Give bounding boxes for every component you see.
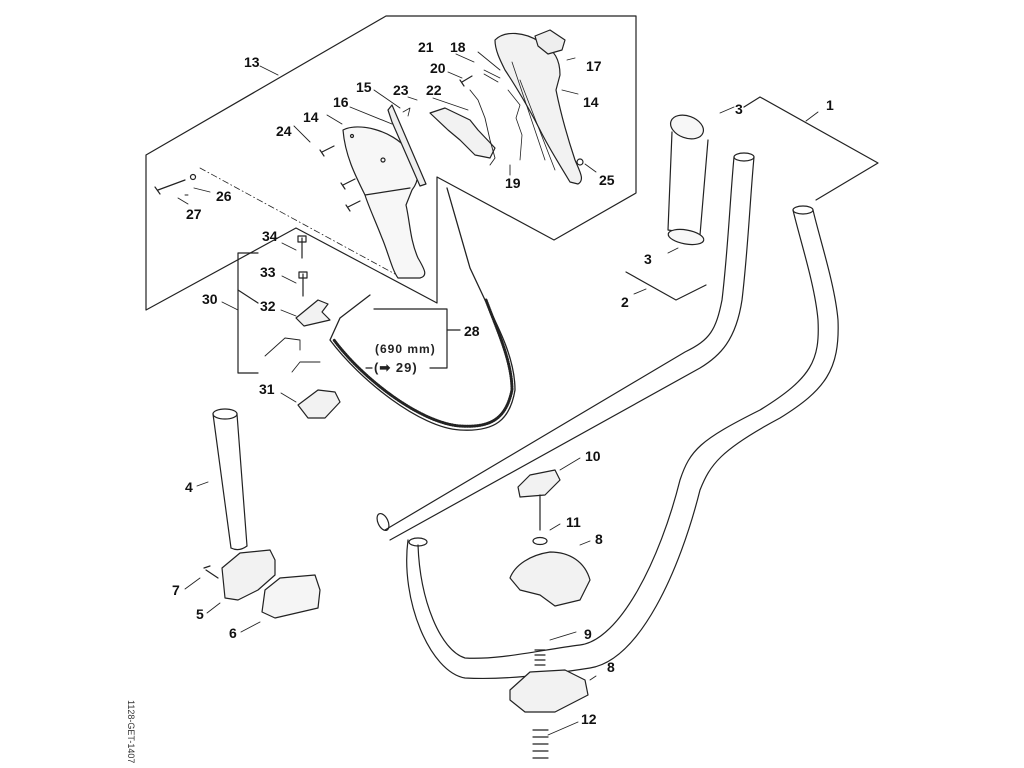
callout-22[interactable]: 22 bbox=[426, 82, 442, 98]
stop-switch-knob bbox=[534, 29, 566, 55]
callout-8-upper[interactable]: 8 bbox=[595, 531, 603, 547]
callout-5[interactable]: 5 bbox=[196, 606, 204, 622]
clamp-8-upper bbox=[509, 551, 591, 607]
callout-11[interactable]: 11 bbox=[566, 514, 581, 530]
nut-25 bbox=[576, 158, 584, 166]
spring-15 bbox=[402, 107, 411, 117]
callout-32[interactable]: 32 bbox=[260, 298, 276, 314]
cable-28-bracket bbox=[373, 308, 448, 369]
handlebar-tube bbox=[376, 152, 839, 680]
callout-12[interactable]: 12 bbox=[581, 711, 597, 727]
callout-19[interactable]: 19 bbox=[505, 175, 521, 191]
callout-9[interactable]: 9 bbox=[584, 626, 592, 642]
callout-14-left[interactable]: 14 bbox=[303, 109, 319, 125]
screw-20 bbox=[459, 75, 473, 87]
spring-18 bbox=[483, 69, 501, 83]
callout-10[interactable]: 10 bbox=[585, 448, 601, 464]
callout-20[interactable]: 20 bbox=[430, 60, 446, 76]
short-circuit-switch-31 bbox=[297, 389, 341, 419]
screw-7 bbox=[203, 565, 219, 579]
throttle-lock-strip bbox=[387, 104, 427, 187]
cable-reference-note[interactable]: (➡ 29) bbox=[374, 360, 418, 375]
callout-33[interactable]: 33 bbox=[260, 264, 276, 280]
cover-6 bbox=[261, 574, 321, 619]
handle-housing-left bbox=[342, 126, 426, 279]
callout-16[interactable]: 16 bbox=[333, 94, 349, 110]
callout-17[interactable]: 17 bbox=[586, 58, 602, 74]
callout-25[interactable]: 25 bbox=[599, 172, 615, 188]
wing-knob-10 bbox=[517, 469, 561, 498]
screw-34 bbox=[297, 235, 307, 259]
reference-part-number: 29) bbox=[395, 360, 418, 375]
group-30-bracket bbox=[237, 252, 259, 374]
callout-8-lower[interactable]: 8 bbox=[607, 659, 615, 675]
callout-18[interactable]: 18 bbox=[450, 39, 466, 55]
callout-14-right[interactable]: 14 bbox=[583, 94, 599, 110]
group-1-bracket bbox=[743, 96, 879, 201]
group-13-outline bbox=[145, 15, 637, 311]
contact-spring-32 bbox=[295, 299, 331, 327]
clamp-8-lower bbox=[509, 669, 589, 713]
washer-11 bbox=[532, 536, 548, 546]
arrow-right-icon: ➡ bbox=[379, 360, 392, 375]
callout-2[interactable]: 2 bbox=[621, 294, 629, 310]
callout-28[interactable]: 28 bbox=[464, 323, 480, 339]
group-2-bracket bbox=[625, 271, 707, 301]
screw-b bbox=[345, 200, 361, 212]
throttle-cable bbox=[329, 187, 516, 431]
callout-26[interactable]: 26 bbox=[216, 188, 232, 204]
callout-31[interactable]: 31 bbox=[259, 381, 275, 397]
spring-9 bbox=[534, 649, 546, 666]
callout-30[interactable]: 30 bbox=[202, 291, 218, 307]
callout-15[interactable]: 15 bbox=[356, 79, 372, 95]
ground-wire bbox=[264, 337, 321, 373]
callout-23[interactable]: 23 bbox=[393, 82, 409, 98]
callout-21[interactable]: 21 bbox=[418, 39, 434, 55]
screw-a bbox=[340, 178, 356, 190]
callout-7[interactable]: 7 bbox=[172, 582, 180, 598]
drawing-id: 1128-GET-1407 bbox=[124, 700, 138, 764]
reference-open-paren: ( bbox=[374, 360, 380, 375]
callout-6[interactable]: 6 bbox=[229, 625, 237, 641]
washer-26 bbox=[189, 173, 197, 181]
callout-13[interactable]: 13 bbox=[244, 54, 260, 70]
callout-27[interactable]: 27 bbox=[186, 206, 202, 222]
interlock-wire bbox=[469, 89, 496, 166]
assembly-dashline bbox=[199, 167, 396, 275]
callout-4[interactable]: 4 bbox=[185, 479, 193, 495]
callout-34[interactable]: 34 bbox=[262, 228, 278, 244]
screw-33 bbox=[298, 271, 308, 297]
screw-27 bbox=[154, 179, 186, 195]
callout-24[interactable]: 24 bbox=[276, 123, 292, 139]
callout-3-bottom[interactable]: 3 bbox=[644, 251, 652, 267]
callout-1[interactable]: 1 bbox=[826, 97, 834, 113]
handle-tube-4 bbox=[212, 408, 248, 551]
handlebar-grip bbox=[667, 114, 709, 246]
screw-24 bbox=[319, 145, 335, 157]
callout-3-top[interactable]: 3 bbox=[735, 101, 743, 117]
spring-12 bbox=[532, 729, 549, 759]
clamp-5 bbox=[221, 549, 276, 601]
drawing-id-text: 1128-GET-1407 bbox=[126, 700, 136, 764]
handle-housing-right bbox=[494, 32, 583, 185]
leader-lines bbox=[177, 51, 819, 736]
throttle-trigger bbox=[429, 107, 496, 159]
cable-length-note: (690 mm) bbox=[375, 342, 436, 356]
